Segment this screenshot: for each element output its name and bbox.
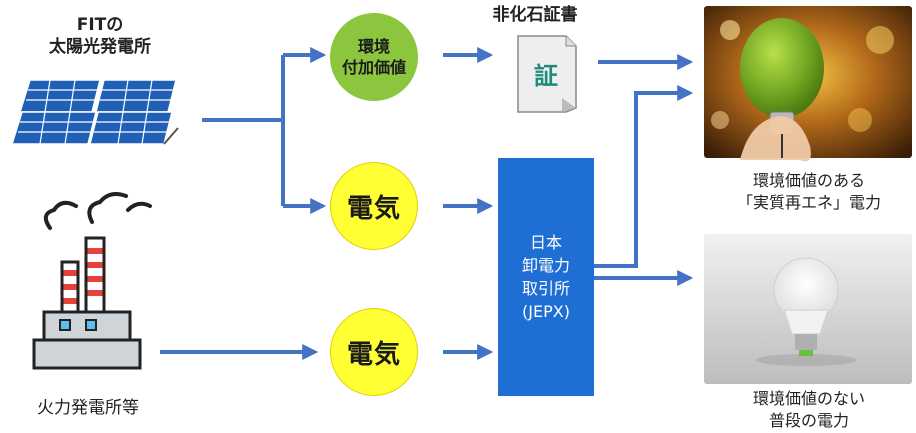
environmental-value-circle: 環境 付加価値: [330, 13, 418, 101]
electricity-circle-bottom: 電気: [330, 308, 418, 396]
solar-panel-icon: [10, 79, 177, 145]
white-bulb-photo: [704, 234, 912, 384]
green-power-label: 環境価値のある 「実質再エネ」電力: [706, 170, 912, 214]
green-power-line2: 「実質再エネ」電力: [736, 193, 881, 212]
fit-solar-label-line2: 太陽光発電所: [49, 37, 151, 57]
non-fossil-certificate-title: 非化石証書: [492, 5, 578, 25]
jepx-box: 日本 卸電力 取引所 (JEPX): [498, 158, 594, 396]
jepx-line3: 取引所: [521, 279, 570, 298]
fit-solar-label-line1: FITの: [76, 15, 124, 35]
normal-power-line1: 環境価値のない: [752, 389, 865, 408]
jepx-line1: 日本: [529, 233, 562, 252]
jepx-line4: (JEPX): [522, 302, 570, 321]
certificate-glyph: 証: [534, 62, 558, 90]
green-power-line1: 環境価値のある: [752, 171, 865, 190]
green-bulb-photo: [704, 6, 912, 162]
flow-arrows: [160, 47, 694, 360]
certificate-document-icon: [517, 35, 577, 113]
factory-icon: [32, 192, 152, 370]
fit-solar-label: FITの 太陽光発電所: [40, 14, 160, 58]
jepx-line2: 卸電力: [521, 256, 570, 275]
env-value-line2: 付加価値: [341, 58, 406, 77]
thermal-plant-label: 火力発電所等: [37, 398, 139, 418]
normal-power-label: 環境価値のない 普段の電力: [706, 388, 912, 432]
solar-stand: [163, 127, 179, 145]
electricity-circle-top: 電気: [330, 162, 418, 250]
solar-panel-grid-lines: [18, 79, 174, 145]
env-value-line1: 環境: [357, 37, 390, 56]
normal-power-line2: 普段の電力: [768, 411, 849, 430]
